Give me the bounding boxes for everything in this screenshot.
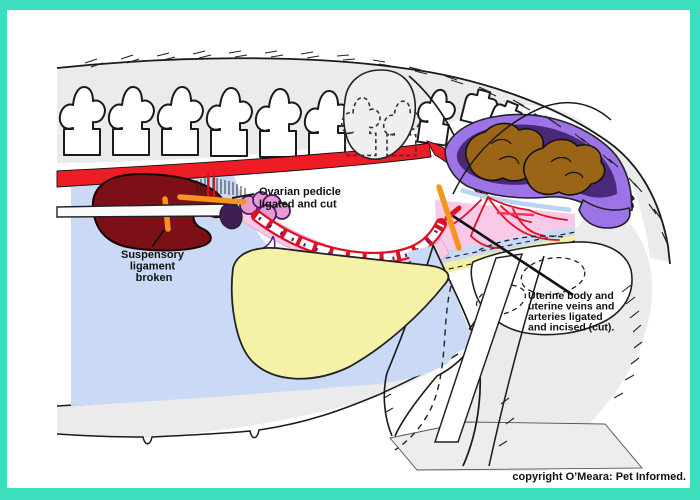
label-uterine-body: Uterine body and uterine veins and arter… (528, 290, 617, 334)
annotation-labels: Ovarian pedicle ligated and cut Suspenso… (121, 186, 686, 483)
fur-marks (84, 50, 668, 447)
uterine-leader (452, 214, 574, 297)
ligature-marks (177, 184, 462, 251)
label-suspensory-ligament: Suspensory ligament broken (121, 249, 187, 284)
spay-anatomy-diagram: Ovarian pedicle ligated and cut Suspenso… (56, 50, 686, 483)
uterine-ligature-mark (436, 184, 462, 251)
uterine-body-band (435, 200, 575, 252)
mesocolon-sliver (460, 187, 572, 213)
label-ovarian-pedicle: Ovarian pedicle ligated and cut (259, 186, 344, 211)
leader-lines (151, 193, 574, 297)
hind-leg (383, 235, 633, 467)
feces (465, 122, 606, 196)
back-outline (56, 57, 671, 265)
ovarian-leader (231, 193, 255, 199)
belly-strip (57, 304, 485, 438)
copyright-text: copyright O’Meara: Pet Informed. (512, 471, 686, 483)
belly-bottom-line (56, 353, 459, 445)
feces-detail-lines (490, 138, 584, 179)
far-lower-leg (389, 421, 643, 471)
uterine-artery-branches (452, 196, 568, 249)
bladder (230, 247, 450, 380)
ovarian-ligature-mark (177, 194, 247, 205)
colon (444, 101, 633, 229)
suspensory-leader (151, 229, 165, 248)
iliac-crest-line (452, 101, 612, 195)
ovarian-vessels (207, 172, 215, 200)
